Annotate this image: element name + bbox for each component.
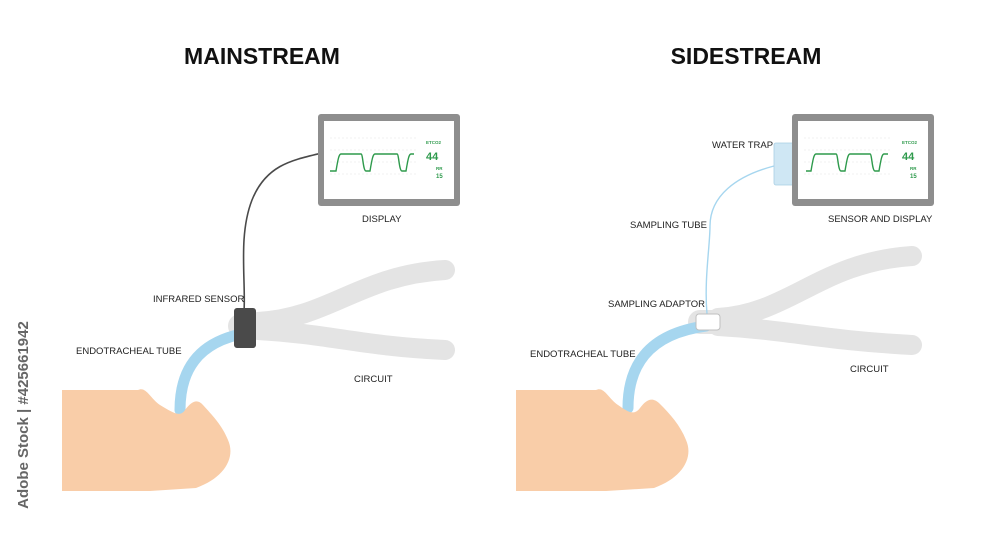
sampling-adaptor-label: SAMPLING ADAPTOR (608, 299, 705, 310)
sidestream-patient-head (516, 389, 689, 491)
stock-watermark: Adobe Stock | #425661942 (15, 321, 32, 509)
mainstream-endotracheal-tube (174, 327, 252, 416)
sidestream-panel: SIDESTREAM ETCO2 (516, 43, 934, 491)
mainstream-co2-waveform (330, 153, 414, 172)
mainstream-etco2-value: 44 (426, 151, 439, 163)
sidestream-endotracheal-tube (622, 320, 712, 414)
mainstream-endotracheal-tube-label: ENDOTRACHEAL TUBE (76, 346, 182, 357)
mainstream-etco2-label: ETCO2 (426, 140, 442, 145)
mainstream-panel: MAINSTREAM ETCO2 44 (62, 43, 460, 491)
infrared-sensor-label: INFRARED SENSOR (153, 294, 244, 305)
mainstream-monitor: ETCO2 44 RR 15 (318, 114, 460, 206)
sampling-tube (705, 165, 775, 315)
mainstream-title: MAINSTREAM (184, 43, 340, 69)
water-trap-label: WATER TRAP (712, 140, 773, 151)
sidestream-endotracheal-tube-label: ENDOTRACHEAL TUBE (530, 349, 636, 360)
sidestream-circuit-label: CIRCUIT (850, 364, 889, 375)
infrared-sensor (234, 308, 256, 348)
sidestream-monitor: ETCO2 44 RR 15 (792, 114, 934, 206)
mainstream-rr-value: 15 (436, 174, 443, 180)
sampling-tube-label: SAMPLING TUBE (630, 220, 707, 231)
sidestream-title: SIDESTREAM (671, 43, 822, 69)
mainstream-circuit (228, 260, 455, 360)
sidestream-circuit (688, 246, 922, 355)
mainstream-patient-head (62, 389, 231, 491)
sidestream-etco2-value: 44 (902, 151, 915, 163)
sidestream-rr-value: 15 (910, 174, 917, 180)
mainstream-circuit-label: CIRCUIT (354, 374, 393, 385)
sampling-adaptor (695, 313, 721, 331)
sidestream-etco2-label: ETCO2 (902, 140, 918, 145)
sidestream-co2-waveform (806, 153, 888, 172)
display-label: DISPLAY (362, 214, 402, 225)
sidestream-rr-label: RR (910, 166, 917, 171)
mainstream-rr-label: RR (436, 166, 443, 171)
sensor-and-display-label: SENSOR AND DISPLAY (828, 214, 933, 225)
mainstream-sensor-cable (242, 152, 323, 313)
